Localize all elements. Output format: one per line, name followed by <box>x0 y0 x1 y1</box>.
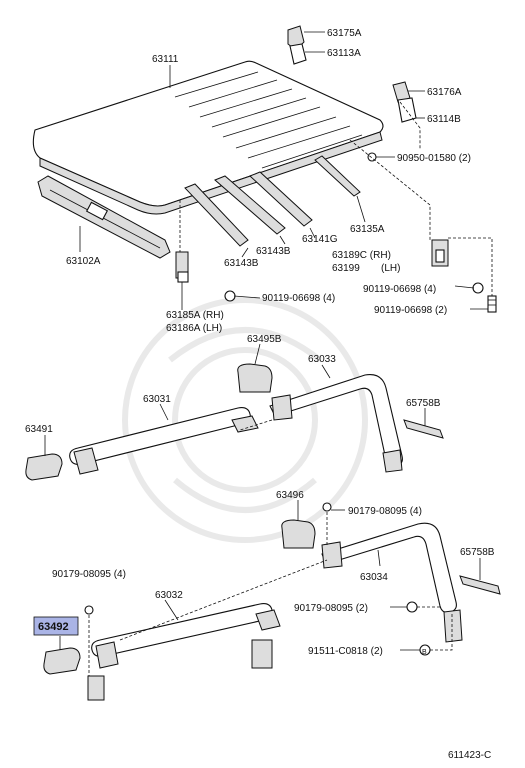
label-63033: 63033 <box>308 354 336 365</box>
label-63141G: 63141G <box>302 234 338 245</box>
label-90119-06698-a: 90119-06698 (4) <box>262 293 335 304</box>
roof-panel[interactable] <box>32 60 384 215</box>
roll-bar-63034[interactable] <box>321 522 463 643</box>
roof-rails[interactable] <box>184 155 361 247</box>
label-63102A: 63102A <box>66 256 101 267</box>
label-65758B-a: 65758B <box>406 398 441 409</box>
label-63143B-a: 63143B <box>256 246 291 257</box>
label-63189C: 63189C (RH) <box>332 250 391 261</box>
label-65758B-b: 65758B <box>460 547 495 558</box>
bolt-90119-b[interactable] <box>472 282 484 294</box>
label-63113A: 63113A <box>327 48 361 59</box>
label-63186A: 63186A (LH) <box>166 323 222 334</box>
nut-90179-b[interactable] <box>84 605 94 615</box>
label-63031: 63031 <box>143 394 171 405</box>
label-63199: 63199 <box>332 263 360 274</box>
bracket-63176A[interactable] <box>392 81 417 123</box>
label-63492: 63492 <box>38 621 69 633</box>
roof-ribs <box>174 71 363 169</box>
label-90950-01580: 90950-01580 (2) <box>397 153 471 164</box>
label-63185A: 63185A (RH) <box>166 310 224 321</box>
label-63111: 63111 <box>152 54 179 65</box>
label-63175A: 63175A <box>327 28 362 39</box>
lower-brackets[interactable] <box>87 639 273 701</box>
cover-63495B[interactable] <box>237 363 273 393</box>
label-91511-C0818: 91511-C0818 (2) <box>308 646 383 657</box>
trim-65758B-b[interactable] <box>459 575 501 595</box>
cover-63496[interactable] <box>281 519 316 549</box>
nut-90179-c[interactable] <box>406 601 418 613</box>
label-63491: 63491 <box>25 424 53 435</box>
highlight-63492 <box>33 616 79 636</box>
roll-bar-63031[interactable] <box>69 407 259 475</box>
front-header-trim[interactable] <box>37 175 171 259</box>
label-63495B: 63495B <box>247 334 282 345</box>
bolt-90119-a[interactable] <box>224 290 236 302</box>
label-circle-b: B <box>422 649 427 656</box>
watermark-emblem <box>122 297 368 543</box>
label-90119-06698-b: 90119-06698 (4) <box>363 284 436 295</box>
leader-lines <box>44 31 488 651</box>
label-63199-lh: (LH) <box>381 263 400 274</box>
part-labels: 63175A 63113A 63111 63176A 63114B 90950-… <box>25 28 495 761</box>
bracket-63175A[interactable] <box>287 25 307 65</box>
label-63176A: 63176A <box>427 87 462 98</box>
label-63032: 63032 <box>155 590 183 601</box>
end-cap-63492[interactable] <box>43 647 81 675</box>
label-90179-08095-b: 90179-08095 (4) <box>52 569 126 580</box>
diagram-code: 611423-C <box>448 750 491 761</box>
label-63143B-b: 63143B <box>224 258 259 269</box>
hinge-63185A[interactable] <box>175 251 189 283</box>
label-90179-08095-a: 90179-08095 (4) <box>348 506 422 517</box>
hinge-63189C[interactable] <box>431 239 449 267</box>
roll-bar-63032[interactable] <box>91 603 281 669</box>
label-63496: 63496 <box>276 490 304 501</box>
trim-65758B-a[interactable] <box>403 419 444 439</box>
label-63135A: 63135A <box>350 224 385 235</box>
label-90179-08095-c: 90179-08095 (2) <box>294 603 368 614</box>
label-90119-06698-c: 90119-06698 (2) <box>374 305 447 316</box>
roll-bar-63033[interactable] <box>269 373 403 473</box>
nut-90179-a[interactable] <box>322 502 332 512</box>
dashed-assembly-lines <box>88 101 493 676</box>
label-63034: 63034 <box>360 572 388 583</box>
bolt-90119-c[interactable] <box>487 295 497 313</box>
label-63114B: 63114B <box>427 114 461 125</box>
end-cap-63491[interactable] <box>25 453 63 481</box>
